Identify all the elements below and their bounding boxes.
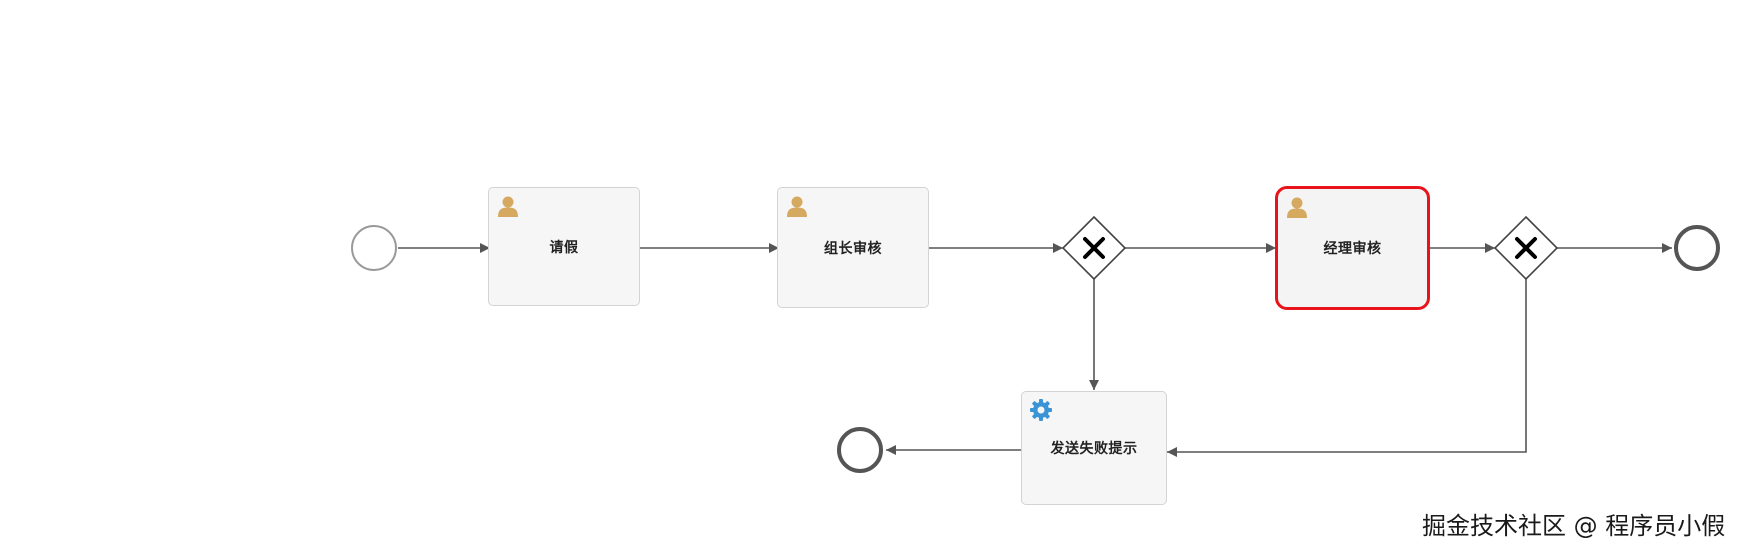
task-manager-review[interactable]: 经理审核 bbox=[1275, 186, 1430, 310]
task-label: 组长审核 bbox=[824, 240, 882, 257]
gear-icon bbox=[1030, 399, 1052, 421]
task-label: 请假 bbox=[549, 239, 579, 256]
start-event[interactable] bbox=[351, 225, 397, 271]
end-event-failed[interactable] bbox=[837, 427, 883, 473]
end-event-approved[interactable] bbox=[1674, 225, 1720, 271]
watermark: 掘金技术社区 @ 程序员小假 bbox=[1422, 512, 1726, 540]
task-leave-request[interactable]: 请假 bbox=[488, 187, 640, 306]
x-mark-icon bbox=[1083, 237, 1105, 259]
task-send-failure-notice[interactable]: 发送失败提示 bbox=[1021, 391, 1167, 505]
exclusive-gateway-1[interactable] bbox=[1061, 215, 1127, 281]
user-icon bbox=[1287, 197, 1307, 218]
sequence-flows bbox=[398, 243, 1672, 457]
user-icon bbox=[787, 196, 807, 217]
exclusive-gateway-2[interactable] bbox=[1493, 215, 1559, 281]
x-mark-icon bbox=[1515, 237, 1537, 259]
task-label: 经理审核 bbox=[1323, 241, 1382, 257]
task-label: 发送失败提示 bbox=[1050, 441, 1138, 457]
flow-gateway2-to-send-failure[interactable] bbox=[1167, 279, 1527, 457]
user-icon bbox=[498, 196, 518, 217]
task-leader-review[interactable]: 组长审核 bbox=[777, 187, 929, 308]
